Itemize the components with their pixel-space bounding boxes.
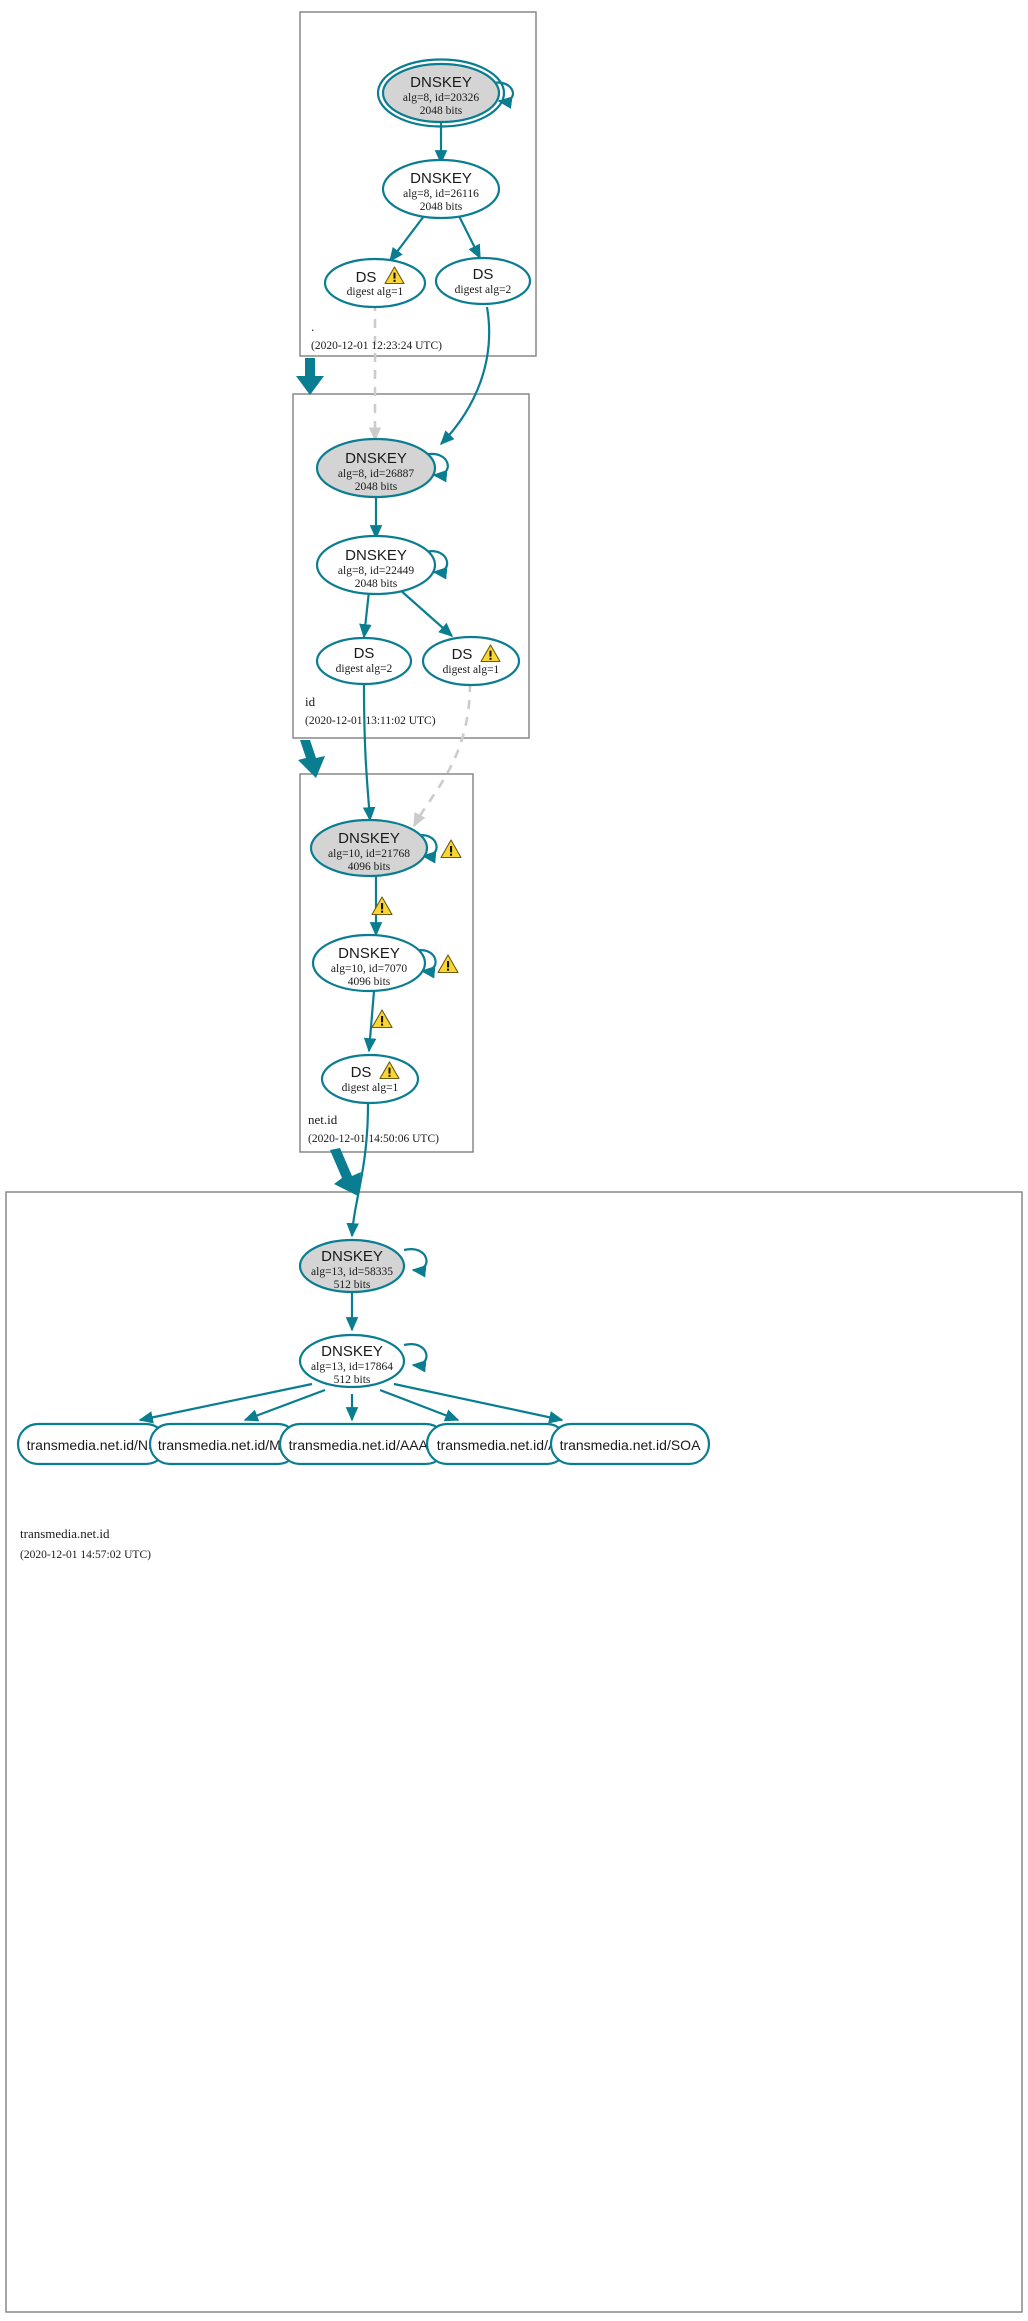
node-root-ds-alg2[interactable]: DS digest alg=2 bbox=[434, 256, 532, 306]
rrset-node-soa[interactable]: transmedia.net.id/SOA bbox=[549, 1422, 711, 1466]
node-params: alg=10, id=21768 bbox=[328, 848, 410, 860]
node-params: digest alg=1 bbox=[347, 286, 404, 298]
node-title: DNSKEY bbox=[338, 945, 400, 962]
node-id-ds-alg1[interactable]: DS digest alg=1 bbox=[421, 635, 521, 687]
node-size: 2048 bits bbox=[355, 481, 398, 493]
node-title: DS bbox=[354, 645, 375, 662]
node-title: DNSKEY bbox=[338, 830, 400, 847]
node-root-zsk[interactable]: DNSKEY alg=8, id=26116 2048 bits bbox=[381, 158, 501, 220]
warning-icon bbox=[480, 644, 501, 663]
edge-zsk-to-rr-soa bbox=[393, 1382, 564, 1424]
node-params: digest alg=1 bbox=[443, 664, 500, 676]
rrset-label: transmedia.net.id/A bbox=[437, 1437, 558, 1453]
node-title: DNSKEY bbox=[345, 450, 407, 467]
node-params: alg=8, id=26887 bbox=[338, 468, 414, 480]
zone-label-netid: net.id bbox=[308, 1112, 338, 1127]
node-params: alg=8, id=22449 bbox=[338, 565, 414, 577]
selfsign-loop-id-zsk bbox=[424, 550, 449, 580]
zone-box-transmedia bbox=[5, 1191, 1023, 2313]
node-params: digest alg=1 bbox=[342, 1082, 399, 1094]
rrset-label: transmedia.net.id/MX bbox=[158, 1437, 291, 1453]
zone-label-id: id bbox=[305, 694, 316, 709]
rrset-label: transmedia.net.id/AAAA bbox=[289, 1437, 438, 1453]
node-size: 2048 bits bbox=[355, 578, 398, 590]
node-size: 512 bits bbox=[334, 1374, 371, 1386]
node-params: alg=13, id=58335 bbox=[311, 1266, 393, 1278]
selfsign-loop-id-ksk bbox=[423, 452, 449, 483]
node-params: alg=13, id=17864 bbox=[311, 1361, 393, 1373]
selfsign-loop-transmedia-ksk bbox=[403, 1248, 428, 1278]
node-transmedia-zsk[interactable]: DNSKEY alg=13, id=17864 512 bits bbox=[298, 1333, 406, 1389]
edge-id-ds2-to-netid-ksk bbox=[362, 684, 376, 822]
warning-icon-netid-ksk bbox=[440, 839, 462, 859]
edge-zsk-to-rr-a bbox=[379, 1388, 460, 1422]
node-params: digest alg=2 bbox=[455, 284, 512, 296]
edge-root-zsk-to-ds1 bbox=[389, 215, 425, 263]
node-transmedia-ksk[interactable]: DNSKEY alg=13, id=58335 512 bits bbox=[298, 1238, 406, 1294]
zone-timestamp-root: (2020-12-01 12:23:24 UTC) bbox=[311, 340, 442, 352]
node-netid-ksk[interactable]: DNSKEY alg=10, id=21768 4096 bits bbox=[309, 818, 429, 878]
zone-timestamp-id: (2020-12-01 13:11:02 UTC) bbox=[305, 715, 436, 727]
node-root-ds-alg1[interactable]: DS digest alg=1 bbox=[323, 257, 427, 309]
rrset-node-aaaa[interactable]: transmedia.net.id/AAAA bbox=[278, 1422, 448, 1466]
edge-id-zsk-to-ds2 bbox=[359, 590, 372, 639]
node-title: DNSKEY bbox=[410, 170, 472, 187]
rrset-label: transmedia.net.id/NS bbox=[27, 1437, 158, 1453]
node-size: 2048 bits bbox=[420, 201, 463, 213]
node-title: DNSKEY bbox=[321, 1343, 383, 1360]
node-params: alg=8, id=20326 bbox=[403, 92, 479, 104]
edge-root-zsk-to-ds2 bbox=[458, 215, 481, 260]
node-netid-ds-alg1[interactable]: DS digest alg=1 bbox=[320, 1053, 420, 1105]
zone-label-transmedia: transmedia.net.id bbox=[20, 1526, 110, 1541]
rrset-node-a[interactable]: transmedia.net.id/A bbox=[425, 1422, 569, 1466]
node-title: DS bbox=[356, 269, 377, 286]
node-id-ds-alg2[interactable]: DS digest alg=2 bbox=[315, 636, 413, 686]
warning-icon bbox=[379, 1061, 400, 1080]
selfsign-loop-transmedia-zsk bbox=[403, 1343, 428, 1373]
edge-netid-ds1-to-transmedia-ksk bbox=[346, 1103, 370, 1238]
node-size: 512 bits bbox=[334, 1279, 371, 1291]
edge-netid-zsk-to-ds1 bbox=[363, 990, 377, 1053]
node-params: alg=8, id=26116 bbox=[403, 188, 479, 200]
node-root-ksk[interactable]: DNSKEY alg=8, id=20326 2048 bits bbox=[376, 58, 506, 128]
delegation-arrow-root-to-id bbox=[296, 358, 324, 395]
node-params: digest alg=2 bbox=[336, 663, 393, 675]
node-id-ksk[interactable]: DNSKEY alg=8, id=26887 2048 bits bbox=[315, 437, 437, 499]
edge-zsk-to-rr-ns bbox=[138, 1382, 313, 1424]
node-size: 2048 bits bbox=[420, 105, 463, 117]
edge-id-zsk-to-ds1 bbox=[398, 588, 454, 637]
warning-icon bbox=[384, 266, 405, 285]
broken-edge-id-ds1-to-netid-ksk bbox=[412, 682, 472, 828]
zone-timestamp-transmedia: (2020-12-01 14:57:02 UTC) bbox=[20, 1549, 151, 1561]
node-params: alg=10, id=7070 bbox=[331, 963, 407, 975]
node-title: DNSKEY bbox=[321, 1248, 383, 1265]
edge-root-ds2-to-id-ksk bbox=[440, 306, 491, 446]
warning-icon-edge-netid-ksk-zsk bbox=[371, 896, 393, 916]
zone-timestamp-netid: (2020-12-01 14:50:06 UTC) bbox=[308, 1133, 439, 1145]
node-netid-zsk[interactable]: DNSKEY alg=10, id=7070 4096 bits bbox=[311, 933, 427, 993]
node-title: DS bbox=[473, 266, 494, 283]
node-title: DS bbox=[452, 646, 473, 663]
node-size: 4096 bits bbox=[348, 861, 391, 873]
node-title: DNSKEY bbox=[345, 547, 407, 564]
delegation-arrow-id-to-netid bbox=[298, 740, 325, 778]
warning-icon-netid-zsk bbox=[437, 954, 459, 974]
warning-icon-edge-netid-zsk-ds bbox=[371, 1009, 393, 1029]
delegation-arrow-netid-to-transmedia bbox=[330, 1148, 361, 1196]
node-title: DNSKEY bbox=[410, 74, 472, 91]
edge-zsk-to-rr-mx bbox=[243, 1388, 326, 1422]
rrset-node-mx[interactable]: transmedia.net.id/MX bbox=[148, 1422, 300, 1466]
rrset-label: transmedia.net.id/SOA bbox=[560, 1437, 702, 1453]
rrset-node-ns[interactable]: transmedia.net.id/NS bbox=[16, 1422, 168, 1466]
zone-label-root: . bbox=[311, 319, 314, 334]
node-size: 4096 bits bbox=[348, 976, 391, 988]
node-id-zsk[interactable]: DNSKEY alg=8, id=22449 2048 bits bbox=[315, 534, 437, 596]
node-title: DS bbox=[351, 1064, 372, 1081]
